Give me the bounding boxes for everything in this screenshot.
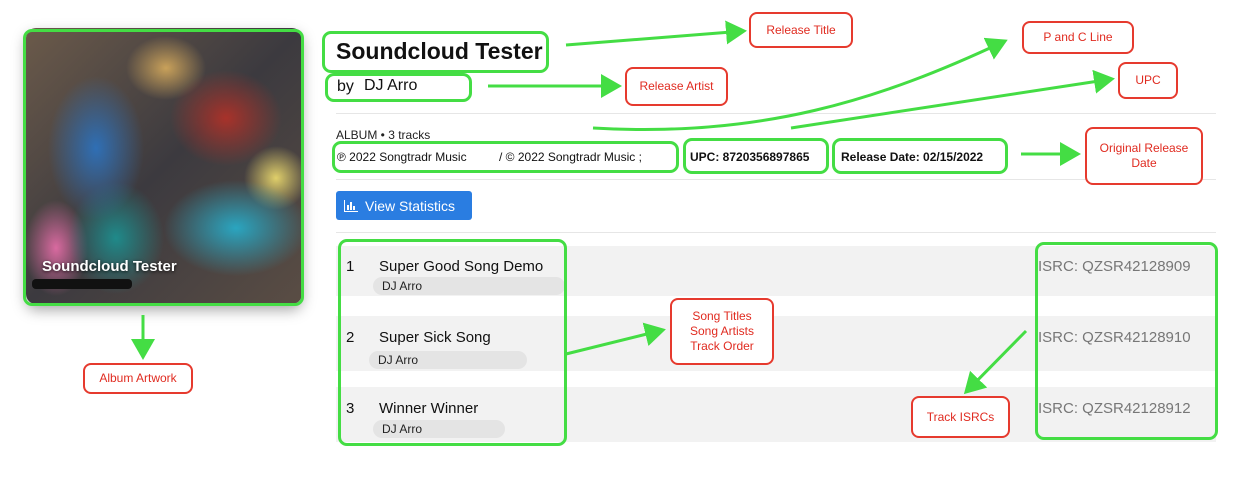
- release-type: ALBUM • 3 tracks: [336, 128, 431, 142]
- callout-track-isrcs: Track ISRCs: [911, 396, 1010, 438]
- release-title-highlight: [322, 31, 549, 73]
- track-title[interactable]: Winner Winner: [379, 400, 479, 417]
- release-artist-highlight: [325, 73, 472, 102]
- artwork-title: Soundcloud Tester: [42, 258, 177, 275]
- divider: [336, 179, 1216, 180]
- track-title[interactable]: Super Sick Song: [379, 329, 491, 346]
- track-artist[interactable]: DJ Arro: [373, 277, 565, 295]
- release-date: Release Date: 02/15/2022: [841, 150, 984, 164]
- p-line: ℗ 2022 Songtradr Music: [337, 150, 467, 164]
- callout-line: Song Titles: [692, 309, 752, 323]
- track-number: 1: [346, 258, 355, 275]
- callout-line: Track Order: [690, 339, 754, 353]
- callout-release-title: Release Title: [749, 12, 853, 48]
- track-title[interactable]: Super Good Song Demo: [379, 258, 544, 275]
- artwork-highlight: [23, 29, 304, 306]
- table-row[interactable]: 2 Super Sick Song DJ Arro ISRC: QZSR4212…: [336, 316, 1216, 371]
- upc-value: UPC: 8720356897865: [690, 150, 810, 164]
- table-row[interactable]: 1 Super Good Song Demo DJ Arro ISRC: QZS…: [336, 246, 1216, 296]
- divider: [336, 232, 1216, 233]
- artwork-bar: [32, 279, 132, 289]
- table-row[interactable]: 3 Winner Winner DJ Arro ISRC: QZSR421289…: [336, 387, 1216, 442]
- callout-original-release-date: Original Release Date: [1085, 127, 1203, 185]
- track-isrc: ISRC: QZSR42128912: [1038, 400, 1191, 417]
- track-isrc: ISRC: QZSR42128909: [1038, 258, 1191, 275]
- track-number: 3: [346, 400, 355, 417]
- callout-line: Date: [1131, 156, 1157, 170]
- callout-upc: UPC: [1118, 62, 1178, 99]
- view-statistics-label: View Statistics: [365, 197, 455, 214]
- upc-highlight: [683, 138, 829, 174]
- callout-pc-line: P and C Line: [1022, 21, 1134, 54]
- view-statistics-button[interactable]: View Statistics: [336, 191, 472, 220]
- arrow-upc: [790, 69, 1115, 130]
- track-artist[interactable]: DJ Arro: [373, 420, 505, 438]
- track-artist[interactable]: DJ Arro: [369, 351, 527, 369]
- callout-line: Original Release: [1099, 141, 1189, 155]
- pc-line-highlight: [332, 141, 679, 173]
- isrc-highlight: [1035, 242, 1218, 440]
- c-line: / © 2022 Songtradr Music ;: [499, 150, 642, 164]
- release-date-highlight: [832, 138, 1008, 174]
- release-by-label: by: [337, 78, 354, 95]
- arrow-release-title: [565, 20, 747, 47]
- callout-line: Song Artists: [689, 324, 755, 338]
- track-isrc: ISRC: QZSR42128910: [1038, 329, 1191, 346]
- album-artwork: Soundcloud Tester: [26, 28, 302, 304]
- release-artist[interactable]: DJ Arro: [364, 77, 418, 94]
- bar-chart-icon: [344, 199, 358, 212]
- callout-album-artwork: Album Artwork: [83, 363, 193, 394]
- arrow-track-isrcs: [963, 329, 1028, 395]
- release-title: Soundcloud Tester: [336, 38, 543, 64]
- arrow-pc-line: [592, 37, 1008, 132]
- callout-song-titles: Song Titles Song Artists Track Order: [670, 298, 774, 365]
- divider: [336, 113, 1216, 114]
- track-list-highlight: [338, 239, 567, 446]
- arrow-song-titles: [565, 322, 666, 356]
- track-number: 2: [346, 329, 355, 346]
- callout-release-artist: Release Artist: [625, 67, 728, 106]
